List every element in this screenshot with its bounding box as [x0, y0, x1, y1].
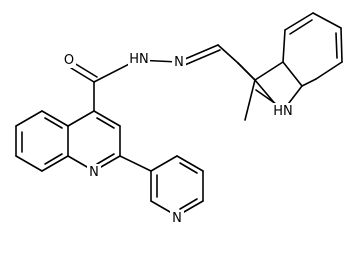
bond-lines — [15, 12, 343, 217]
hydrazone-nitrogen-label: N — [174, 55, 184, 70]
pyridine-nitrogen-label: N — [172, 211, 182, 226]
amide-nitrogen-label: HN — [129, 52, 149, 67]
atom-labels: O HN N N N HN — [62, 51, 294, 226]
indole-nitrogen-label: HN — [273, 104, 293, 119]
quinoline-nitrogen-label: N — [89, 165, 99, 180]
carbonyl-oxygen-label: O — [64, 53, 74, 68]
